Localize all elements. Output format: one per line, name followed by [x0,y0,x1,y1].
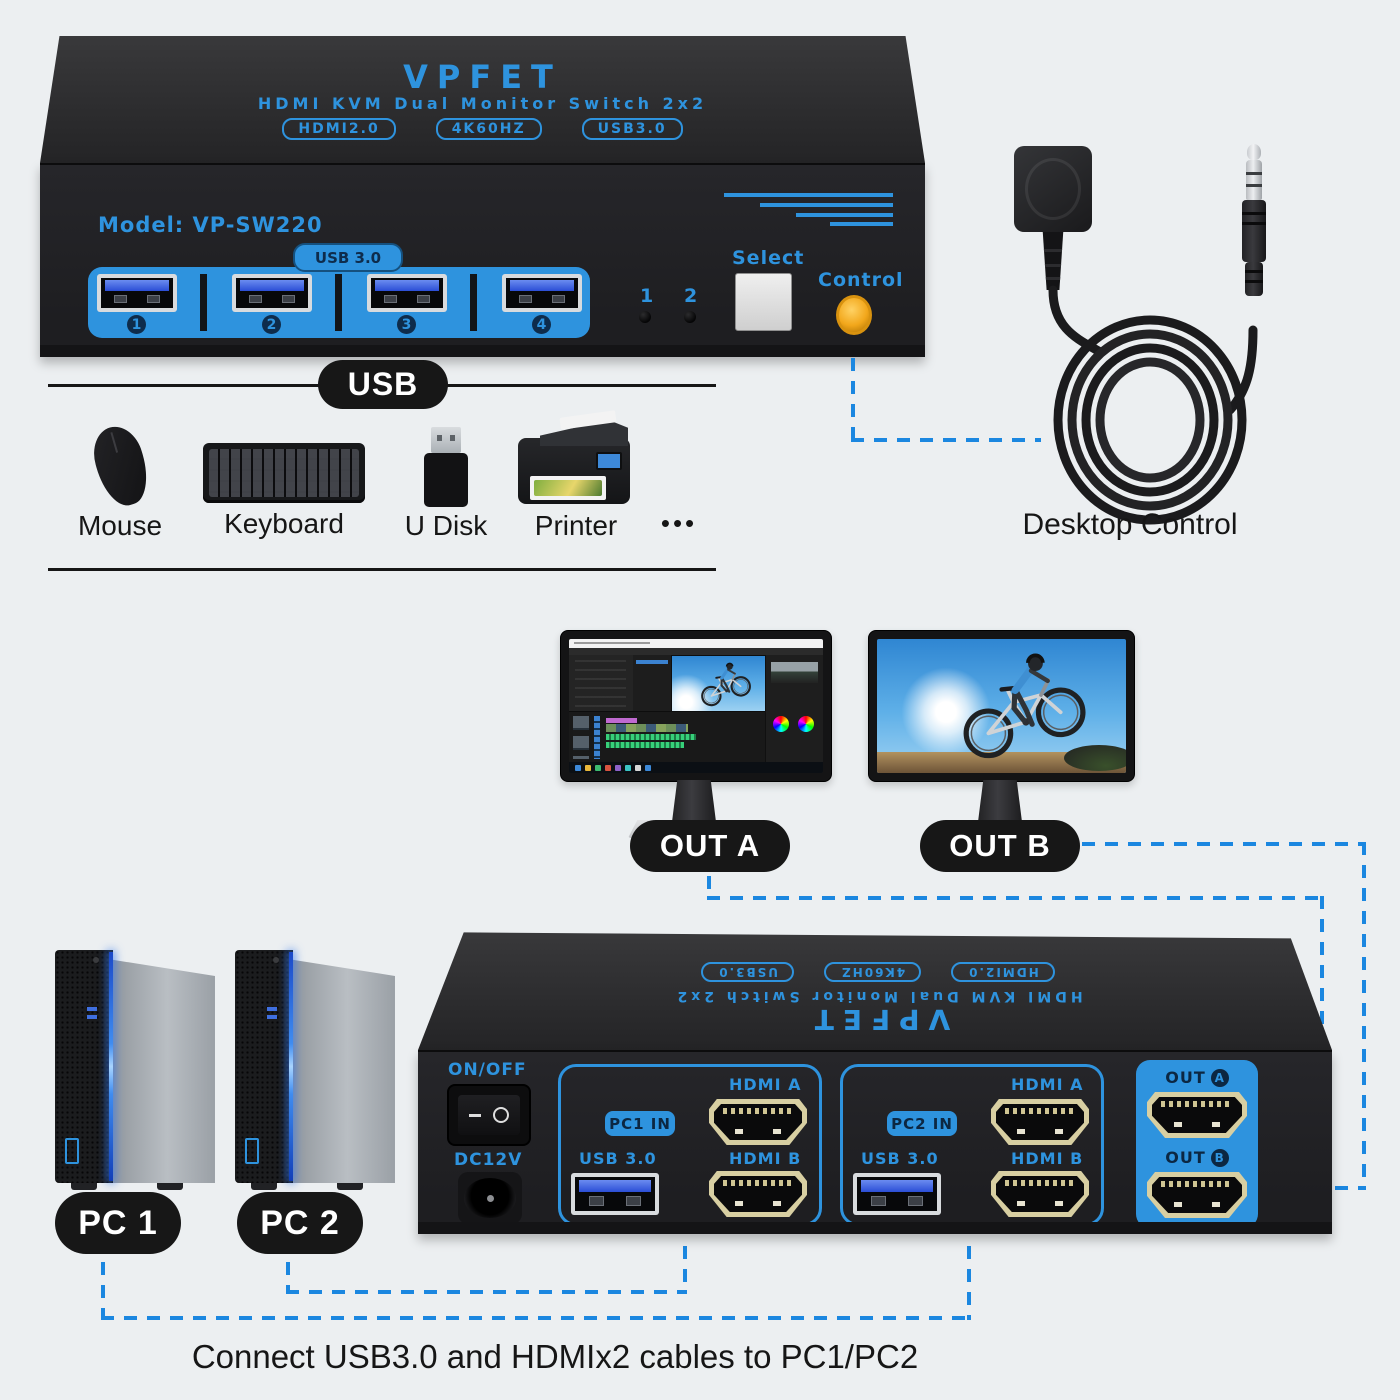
pc1-in-badge: PC1 IN [605,1111,675,1136]
on-off-label: ON/OFF [448,1060,527,1080]
power-switch [447,1084,531,1146]
udisk-label: U Disk [404,510,488,541]
feature-badges: HDMI2.0 4K60HZ USB3.0 [40,118,925,140]
usb-section-bottom-rule [48,568,716,571]
badge-usb30: USB3.0 [581,118,683,140]
pc2-in-section: HDMI A PC2 IN USB 3.0 HDMI B [840,1064,1104,1226]
port-number-2: 2 [262,315,281,334]
pc1-usb-port [571,1173,659,1215]
pc1-usb-label: USB 3.0 [579,1149,657,1168]
kvm-front-panel: Model: VP-SW220 1 2 3 4 [40,163,925,357]
pc1-in-section: HDMI A PC1 IN USB 3.0 HDMI B [558,1064,822,1226]
dc-power-jack [458,1172,522,1224]
usb-port-4 [502,274,582,312]
kvm-front-top-surface: VPFET HDMI KVM Dual Monitor Switch 2x2 H… [40,36,925,163]
monitor-a-screen [569,639,823,773]
pc2-usb-port [853,1173,941,1215]
out-a-label: OUT A [630,820,790,872]
rear-brand-logo: VPFET [805,1003,951,1036]
pc2-hdmi-b-port [991,1171,1089,1217]
pc2-hdmi-a-label: HDMI A [1011,1075,1084,1094]
pc2-hdmi-b-label: HDMI B [1011,1149,1084,1168]
kvm-rear-top-surface: VPFET HDMI KVM Dual Monitor Switch 2x2 H… [418,932,1332,1050]
pc2-label: PC 2 [237,1192,363,1254]
remote-strain-relief [1042,232,1064,290]
usb-port-3 [367,274,447,312]
pc2-tower [235,945,395,1190]
connection-pc1 [101,1262,105,1320]
pc1-label: PC 1 [55,1192,181,1254]
led-1 [639,311,651,323]
pc1-tower [55,945,215,1190]
port-number-4: 4 [532,315,551,334]
audio-jack-body [1242,200,1266,262]
brand-logo: VPFET [403,58,562,96]
kvm-rear-panel: ON/OFF DC12V HDMI A PC1 IN USB 3.0 HDMI … [418,1050,1332,1234]
audio-jack-tip [1247,144,1261,160]
control-jack-port [836,295,872,335]
pc2-usb-label: USB 3.0 [861,1149,939,1168]
led-1-label: 1 [640,285,655,307]
pc2-in-badge: PC2 IN [887,1111,957,1136]
monitor-b-screen [877,639,1126,773]
bottom-caption: Connect USB3.0 and HDMIx2 cables to PC1/… [191,1338,919,1375]
keyboard-label: Keyboard [224,508,344,539]
dc12v-label: DC12V [454,1150,523,1170]
pc1-hdmi-b-label: HDMI B [729,1149,802,1168]
out-section: OUT A OUT B [1136,1060,1258,1228]
desktop-control-button [1014,146,1092,232]
led-2-label: 2 [684,285,699,307]
usb-port-1 [97,274,177,312]
control-cable [1048,285,1258,525]
pc2-hdmi-a-port [991,1099,1089,1145]
out-b-label: OUT B [920,820,1080,872]
model-label: Model: VP-SW220 [98,213,323,237]
connection-out-a [707,876,711,900]
monitor-out-b [868,630,1135,782]
pc1-hdmi-a-port [709,1099,807,1145]
pc1-hdmi-b-port [709,1171,807,1217]
usb-section-title: USB [318,360,448,409]
connection-control [851,358,855,442]
out-b-hdmi-port [1147,1172,1247,1218]
printer-label: Printer [534,510,618,541]
rear-feature-badges: HDMI2.0 4K60HZ USB3.0 [578,962,1178,982]
out-a-hdmi-port [1147,1092,1247,1138]
out-b-letter: B [1210,1148,1229,1167]
rear-device-title: HDMI KVM Dual Monitor Switch 2x2 [673,988,1083,1004]
out-b-port-label: OUT B [1136,1148,1258,1167]
led-2 [684,311,696,323]
connection-pc2 [286,1262,290,1294]
more-devices-ellipsis: ••• [660,508,698,538]
control-label: Control [818,269,904,291]
connection-out-b [1082,842,1366,846]
badge-hdmi20: HDMI2.0 [282,118,396,140]
mouse-label: Mouse [77,510,163,541]
select-button [735,273,792,331]
decorative-lines [724,193,893,197]
udisk-icon [431,427,461,453]
monitor-b-stand [978,780,1022,822]
desktop-control-caption: Desktop Control [1022,508,1238,541]
out-a-letter: A [1210,1068,1229,1087]
port-number-3: 3 [397,315,416,334]
port-number-1: 1 [127,315,146,334]
keyboard-icon [203,443,365,503]
pc1-hdmi-a-label: HDMI A [729,1075,802,1094]
out-a-port-label: OUT A [1136,1068,1258,1087]
badge-4k60: 4K60HZ [435,118,542,140]
mouse-icon [86,420,156,512]
monitor-out-a [560,630,832,782]
audio-jack-shaft [1246,160,1262,200]
select-label: Select [732,247,805,269]
usb-port-2 [232,274,312,312]
monitor-a-stand [672,780,716,822]
device-title: HDMI KVM Dual Monitor Switch 2x2 [257,94,708,113]
usb30-group-badge: USB 3.0 [293,243,403,272]
front-usb-port-zone: 1 2 3 4 [88,267,590,338]
